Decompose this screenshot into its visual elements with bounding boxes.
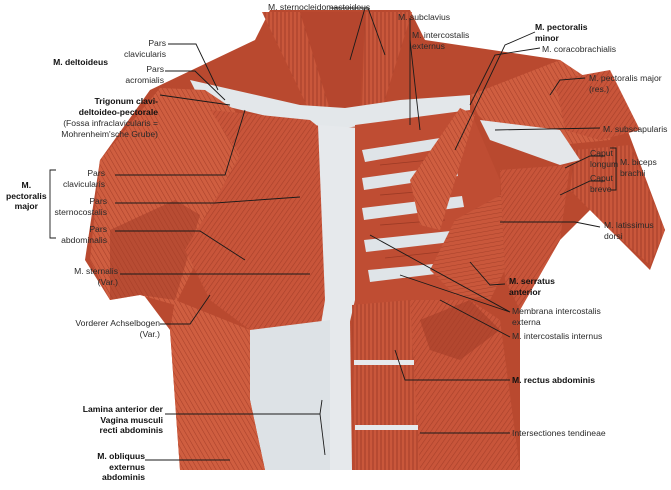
linea-alba-tendon bbox=[330, 320, 352, 470]
deltoid-shadow bbox=[110, 200, 200, 300]
leader-lines bbox=[115, 7, 605, 461]
clavicle-tendon bbox=[190, 80, 470, 128]
label-sternocleidomastoideus: M. sternocleidomastoideus bbox=[268, 2, 371, 12]
pectoralis-major-res-muscle bbox=[555, 70, 640, 140]
bracket-pectoralis-major bbox=[49, 169, 56, 239]
sternocleidomastoid-muscle-right bbox=[362, 12, 412, 115]
bracket-biceps bbox=[610, 147, 617, 191]
label-intercostalis-internus: M. intercostalis internus bbox=[512, 331, 603, 341]
sternocleidomastoid-muscle bbox=[262, 12, 330, 112]
label-intersectiones: Intersectiones tendineae bbox=[512, 428, 606, 438]
pectoralis-major-muscle bbox=[185, 110, 335, 340]
label-sternalis: M. sternalis(Var.) bbox=[74, 266, 118, 287]
label-deltoideus: M. deltoideus bbox=[53, 57, 108, 67]
neck-center bbox=[300, 12, 365, 108]
label-subclavius: M. subclavius bbox=[398, 12, 451, 22]
rectus-sheath-left bbox=[250, 320, 330, 470]
rectus-abdominis-muscle bbox=[352, 300, 420, 470]
pectoralis-minor-muscle bbox=[410, 108, 475, 230]
obliquus-externus-muscle bbox=[170, 300, 265, 470]
serratus-anterior-muscle bbox=[430, 190, 515, 300]
label-achselbogen: Vorderer Achselbogen(Var.) bbox=[75, 318, 160, 339]
label-coracobrachialis: M. coracobrachialis bbox=[542, 44, 617, 54]
latissimus-dorsi-muscle bbox=[500, 165, 570, 310]
label-pectoralis-major-res: M. pectoralis major(res.) bbox=[589, 73, 662, 94]
label-rectus-abdominis: M. rectus abdominis bbox=[512, 375, 596, 385]
serratus-digitations bbox=[420, 300, 500, 360]
label-trigonum: Trigonum clavi-deltoideo-pectorale bbox=[78, 96, 158, 117]
intersectiones-tendineae bbox=[354, 360, 418, 430]
biceps-muscle bbox=[570, 145, 665, 265]
sternum-tendon bbox=[318, 125, 360, 330]
label-fossa: (Fossa infraclavicularis =Mohrenheim'sch… bbox=[61, 118, 158, 139]
coracobrachialis-tendon bbox=[480, 120, 580, 165]
label-subscapularis: M. subscapularis bbox=[603, 124, 668, 134]
